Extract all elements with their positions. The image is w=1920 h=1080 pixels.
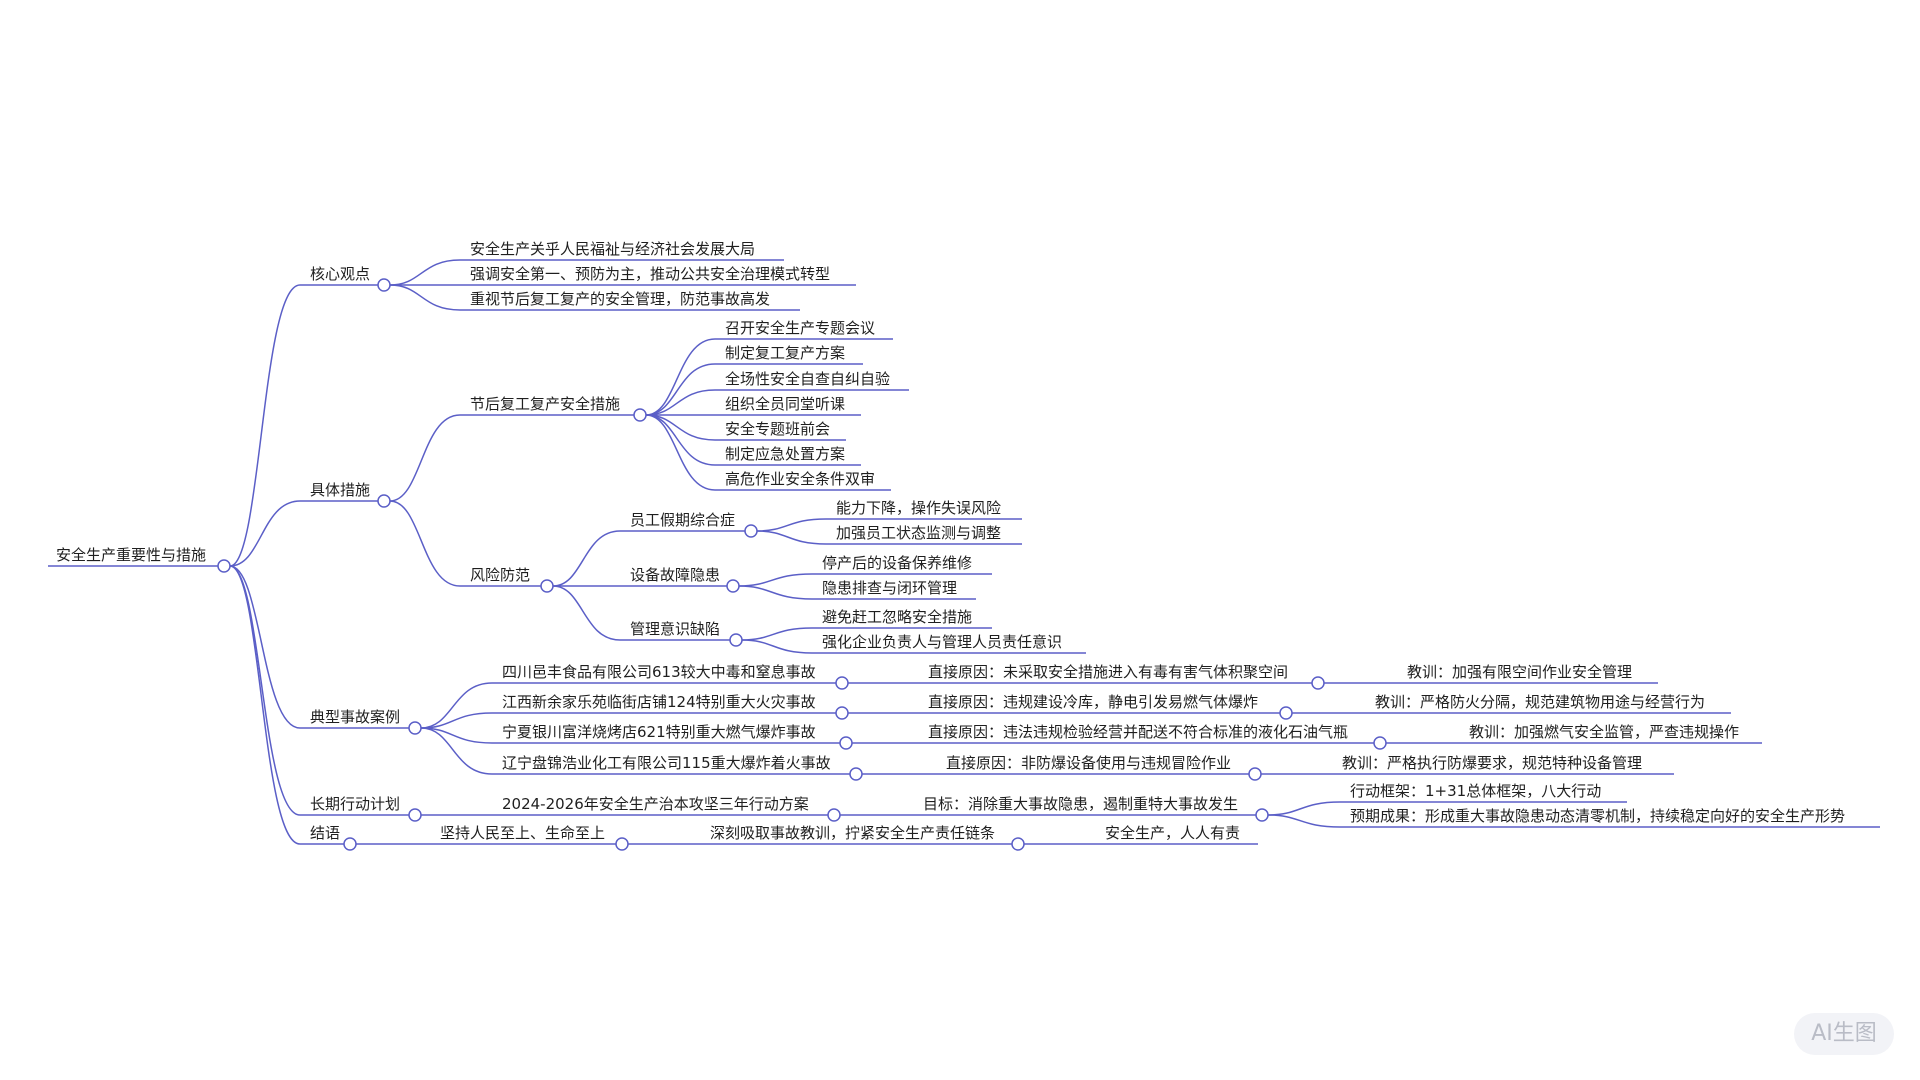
branch-connector [229, 565, 301, 816]
collapse-toggle-r-2-0-0[interactable] [1311, 676, 1325, 690]
branch-connector [229, 565, 301, 845]
collapse-toggle-r-4-0-0[interactable] [1011, 837, 1025, 851]
branch-connector [229, 565, 301, 729]
mind-map-node-r-2-3-0-0[interactable]: 教训：严格执行防爆要求，规范特种设备管理 [1342, 754, 1642, 772]
mind-map-node-r-2-3[interactable]: 辽宁盘锦浩业化工有限公司115重大爆炸着火事故 [502, 754, 831, 772]
collapse-toggle-r-1[interactable] [377, 494, 391, 508]
collapse-toggle-r-3-0[interactable] [827, 808, 841, 822]
branch-connector [420, 727, 493, 775]
branch-connector [756, 518, 827, 532]
mind-map-node-r-0-2[interactable]: 重视节后复工复产的安全管理，防范事故高发 [470, 290, 770, 308]
collapse-toggle-r-2-1[interactable] [835, 706, 849, 720]
branch-connector [389, 259, 461, 286]
mind-map-node-r-1-1-0[interactable]: 员工假期综合症 [630, 511, 735, 529]
collapse-toggle-r-2-2-0[interactable] [1373, 736, 1387, 750]
branch-connector [420, 682, 493, 729]
mind-map-node-r-1-0-2[interactable]: 全场性安全自查自纠自验 [725, 370, 890, 388]
collapse-toggle-r-0[interactable] [377, 278, 391, 292]
mind-map-node-r-4-0-0-0[interactable]: 安全生产，人人有责 [1105, 824, 1240, 842]
branch-connector [645, 338, 716, 416]
branch-connector [756, 530, 827, 545]
mind-map-node-r-2-0-0-0[interactable]: 教训：加强有限空间作业安全管理 [1407, 663, 1632, 681]
branch-connector [1267, 814, 1341, 828]
mind-map-node-r-3-0[interactable]: 2024-2026年安全生产治本攻坚三年行动方案 [502, 795, 809, 813]
mind-map-node-r-1-0-0[interactable]: 召开安全生产专题会议 [725, 319, 875, 337]
collapse-toggle-r-2-2[interactable] [839, 736, 853, 750]
mind-map-node-r-2-2[interactable]: 宁夏银川富洋烧烤店621特别重大燃气爆炸事故 [502, 723, 816, 741]
mind-map-node-r-2-3-0[interactable]: 直接原因：非防爆设备使用与违规冒险作业 [946, 754, 1231, 772]
collapse-toggle-r-1-1-1[interactable] [726, 579, 740, 593]
branch-connector [552, 585, 621, 641]
mind-map-node-r-1-1-2[interactable]: 管理意识缺陷 [630, 620, 720, 638]
collapse-toggle-r-3[interactable] [408, 808, 422, 822]
mind-map-node-r-1-0-3[interactable]: 组织全员同堂听课 [725, 395, 845, 413]
ai-image-badge[interactable]: AI生图 [1794, 1013, 1894, 1055]
mind-map-node-r-0-0[interactable]: 安全生产关乎人民福祉与经济社会发展大局 [470, 240, 755, 258]
mind-map-node-r-1-1-2-1[interactable]: 强化企业负责人与管理人员责任意识 [822, 633, 1062, 651]
mind-map-node-r-2-1-0[interactable]: 直接原因：违规建设冷库，静电引发易燃气体爆炸 [928, 693, 1258, 711]
mind-map-node-r-1-0-6[interactable]: 高危作业安全条件双审 [725, 470, 875, 488]
mind-map-node-r-1-0-1[interactable]: 制定复工复产方案 [725, 344, 845, 362]
mind-map-node-r-1-0[interactable]: 节后复工复产安全措施 [470, 395, 620, 413]
branch-connector [741, 627, 813, 641]
collapse-toggle-r-2-3-0[interactable] [1248, 767, 1262, 781]
branch-connector [389, 284, 461, 311]
root-topic[interactable]: 安全生产重要性与措施 [56, 546, 206, 564]
mind-map-node-r-1-0-4[interactable]: 安全专题班前会 [725, 420, 830, 438]
branch-connector [645, 414, 716, 491]
mind-map-node-r-2-2-0[interactable]: 直接原因：违法违规检验经营并配送不符合标准的液化石油气瓶 [928, 723, 1348, 741]
collapse-toggle-r-4[interactable] [343, 837, 357, 851]
mind-map-node-r-1-1-0-0[interactable]: 能力下降，操作失误风险 [836, 499, 1001, 517]
mind-map-node-r-2-1[interactable]: 江西新余家乐苑临街店铺124特别重大火灾事故 [502, 693, 816, 711]
collapse-toggle-r-3-0-0[interactable] [1255, 808, 1269, 822]
mind-map-node-r-3[interactable]: 长期行动计划 [310, 795, 400, 813]
mind-map-node-r-4[interactable]: 结语 [310, 824, 340, 842]
collapse-toggle-r-2-0[interactable] [835, 676, 849, 690]
collapse-toggle-r-1-1-0[interactable] [744, 524, 758, 538]
mind-map-node-r-1-1-2-0[interactable]: 避免赶工忽略安全措施 [822, 608, 972, 626]
mind-map-node-r-1-1[interactable]: 风险防范 [470, 566, 530, 584]
mind-map-node-r-3-0-0[interactable]: 目标：消除重大事故隐患，遏制重特大事故发生 [923, 795, 1238, 813]
branch-connector [229, 284, 301, 567]
collapse-toggle-r[interactable] [217, 559, 231, 573]
mind-map-node-r-2-2-0-0[interactable]: 教训：加强燃气安全监管，严查违规操作 [1469, 723, 1739, 741]
branch-connector [389, 414, 461, 502]
branch-connector [420, 727, 493, 744]
branch-connector [738, 585, 813, 600]
mind-map-node-r-2-1-0-0[interactable]: 教训：严格防火分隔，规范建筑物用途与经营行为 [1375, 693, 1705, 711]
collapse-toggle-r-2-3[interactable] [849, 767, 863, 781]
branch-connector [741, 639, 813, 654]
branch-connector [420, 712, 493, 729]
collapse-toggle-r-2-1-0[interactable] [1279, 706, 1293, 720]
mind-map-node-r-2-0[interactable]: 四川邑丰食品有限公司613较大中毒和窒息事故 [502, 663, 816, 681]
collapse-toggle-r-1-0[interactable] [633, 408, 647, 422]
mind-map-node-r-1-1-0-1[interactable]: 加强员工状态监测与调整 [836, 524, 1001, 542]
branch-connector [552, 530, 621, 587]
branch-connector [1267, 801, 1341, 816]
mind-map-node-r-0[interactable]: 核心观点 [310, 265, 370, 283]
mind-map-node-r-1[interactable]: 具体措施 [310, 481, 370, 499]
mind-map-node-r-0-1[interactable]: 强调安全第一、预防为主，推动公共安全治理模式转型 [470, 265, 830, 283]
branch-connector [229, 500, 301, 567]
branch-connector [389, 500, 461, 587]
mind-map-node-r-3-0-0-0[interactable]: 行动框架：1+31总体框架，八大行动 [1350, 782, 1601, 800]
mind-map-node-r-3-0-0-1[interactable]: 预期成果：形成重大事故隐患动态清零机制，持续稳定向好的安全生产形势 [1350, 807, 1845, 825]
mind-map-node-r-1-1-1-0[interactable]: 停产后的设备保养维修 [822, 554, 972, 572]
mind-map-node-r-4-0[interactable]: 坚持人民至上、生命至上 [440, 824, 605, 842]
branch-connector [645, 363, 716, 416]
mind-map-node-r-2-0-0[interactable]: 直接原因：未采取安全措施进入有毒有害气体积聚空间 [928, 663, 1288, 681]
mind-map-node-r-1-1-1[interactable]: 设备故障隐患 [630, 566, 720, 584]
branch-connector [738, 573, 813, 587]
mind-map-node-r-2[interactable]: 典型事故案例 [310, 708, 400, 726]
collapse-toggle-r-2[interactable] [408, 721, 422, 735]
mind-map-node-r-1-0-5[interactable]: 制定应急处置方案 [725, 445, 845, 463]
collapse-toggle-r-1-1-2[interactable] [729, 633, 743, 647]
mind-map-node-r-4-0-0[interactable]: 深刻吸取事故教训，拧紧安全生产责任链条 [710, 824, 995, 842]
collapse-toggle-r-4-0[interactable] [615, 837, 629, 851]
collapse-toggle-r-1-1[interactable] [540, 579, 554, 593]
mind-map-node-r-1-1-1-1[interactable]: 隐患排查与闭环管理 [822, 579, 957, 597]
